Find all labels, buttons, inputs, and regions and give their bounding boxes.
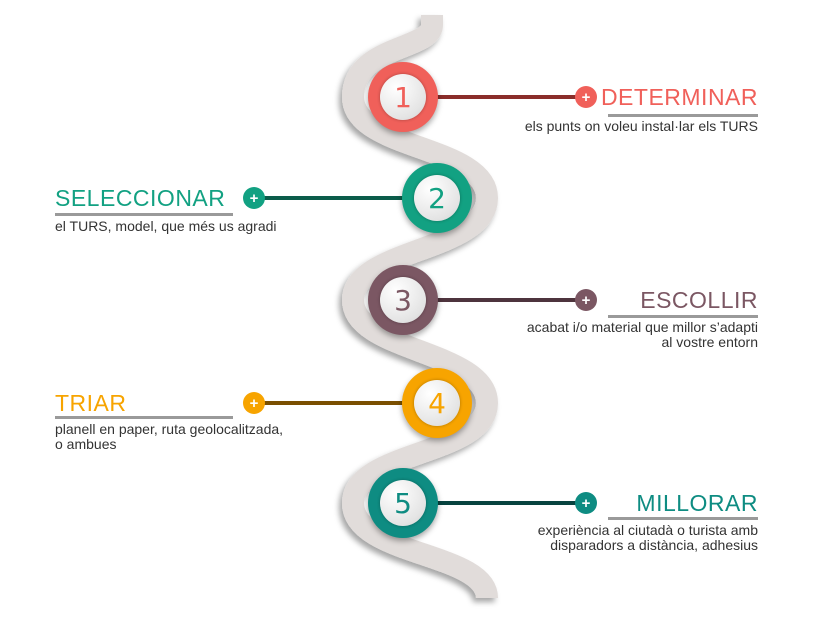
step-number-circle: 3: [368, 265, 438, 335]
connector-line: [255, 196, 405, 200]
step-title: DETERMINAR: [600, 84, 758, 110]
step-number-circle: 2: [402, 163, 472, 233]
plus-icon[interactable]: +: [243, 187, 265, 209]
divider: [55, 416, 233, 419]
step-number: 1: [380, 74, 426, 120]
step-description: planell en paper, ruta geolocalitzada,o …: [55, 421, 284, 452]
step-number: 5: [380, 480, 426, 526]
connector-line: [430, 95, 585, 99]
step-title: TRIAR: [55, 390, 127, 416]
plus-icon[interactable]: +: [575, 492, 597, 514]
step-description: el TURS, model, que més us agradi: [55, 218, 277, 234]
step-description: els punts on voleu instal·lar els TURS: [524, 118, 758, 134]
step-number-circle: 1: [368, 62, 438, 132]
plus-icon[interactable]: +: [575, 86, 597, 108]
divider: [608, 315, 758, 318]
step-number-circle: 4: [402, 368, 472, 438]
connector-line: [430, 298, 585, 302]
divider: [608, 114, 758, 117]
plus-icon[interactable]: +: [575, 289, 597, 311]
plus-icon[interactable]: +: [243, 392, 265, 414]
step-number: 4: [414, 380, 460, 426]
step-title: ESCOLLIR: [640, 287, 758, 313]
divider: [55, 213, 233, 216]
step-number: 2: [414, 175, 460, 221]
step-number-circle: 5: [368, 468, 438, 538]
step-title: MILLORAR: [636, 490, 758, 516]
step-number: 3: [380, 277, 426, 323]
divider: [608, 517, 758, 520]
connector-line: [255, 401, 405, 405]
step-title: SELECCIONAR: [55, 185, 226, 211]
connector-line: [430, 501, 585, 505]
